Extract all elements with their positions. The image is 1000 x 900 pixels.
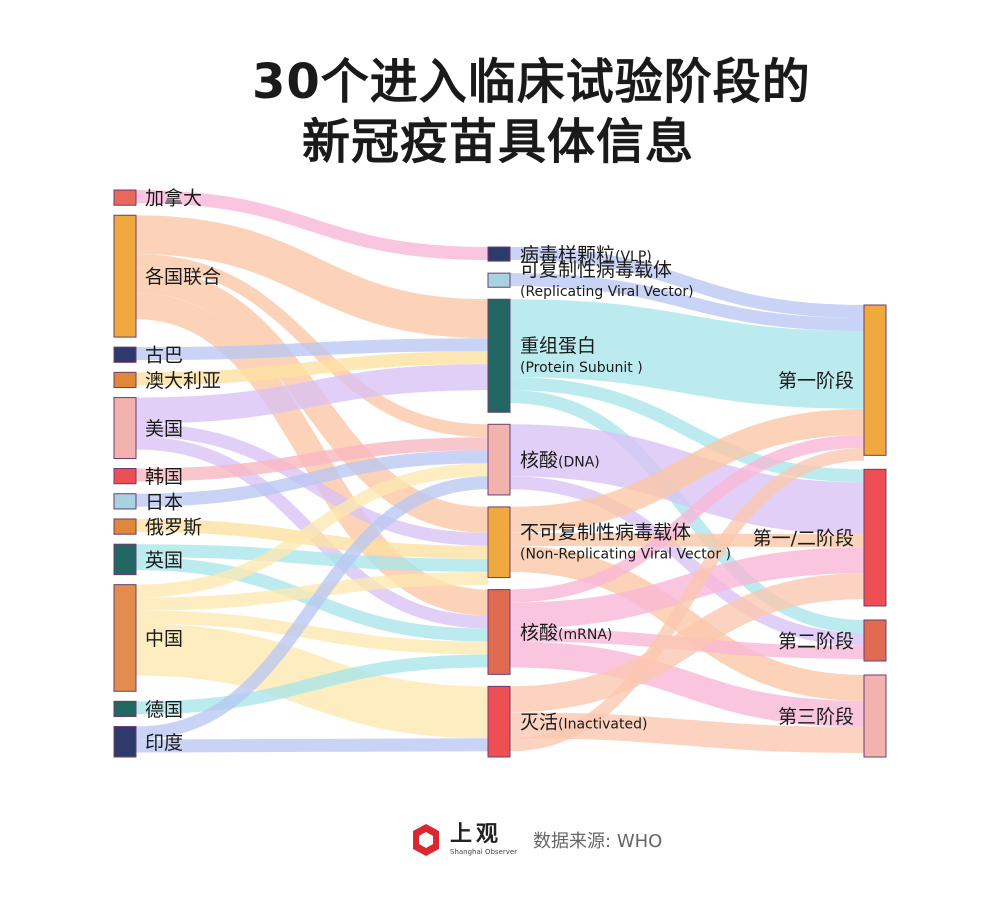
node-label-phase2: 第二阶段 bbox=[778, 631, 854, 653]
node-label-china: 中国 bbox=[145, 628, 183, 650]
sankey-link-canada-vlp bbox=[135, 190, 489, 260]
sankey-node-phase2 bbox=[863, 619, 887, 662]
sankey-link-germany-mrna bbox=[135, 654, 489, 715]
sankey-link-china-nonrepl bbox=[135, 571, 489, 611]
node-label-inact: 灭活(Inactivated) bbox=[520, 712, 647, 734]
node-label-main: 灭活 bbox=[520, 712, 558, 734]
sankey-link-japan-dna bbox=[135, 450, 489, 507]
sankey-link-australia-protein bbox=[135, 351, 489, 386]
logo-cn: 上观 bbox=[450, 822, 503, 847]
data-source: 数据来源: WHO bbox=[533, 831, 663, 852]
node-sublabel-protein: (Protein Subunit ) bbox=[520, 360, 643, 376]
sankey-node-protein bbox=[487, 298, 511, 413]
node-sublabel-repl: (Replicating Viral Vector) bbox=[520, 284, 694, 300]
node-label-japan: 日本 bbox=[145, 491, 183, 513]
sankey-node-phase12 bbox=[863, 468, 887, 607]
node-label-russia: 俄罗斯 bbox=[145, 517, 202, 539]
node-label-phase1: 第一阶段 bbox=[778, 370, 854, 392]
sankey-node-phase3 bbox=[863, 674, 887, 758]
node-label-germany: 德国 bbox=[145, 699, 183, 721]
node-label-usa: 美国 bbox=[145, 418, 183, 440]
sankey-link-mrna-phase3 bbox=[509, 641, 865, 727]
sankey-links bbox=[135, 190, 865, 753]
node-label-mrna: 核酸(mRNA) bbox=[520, 622, 612, 644]
sankey-link-nonrepl-phase1 bbox=[509, 408, 865, 533]
node-label-multi: 各国联合 bbox=[145, 266, 221, 288]
sankey-nodes bbox=[113, 189, 887, 758]
sankey-link-korea-dna bbox=[135, 437, 489, 482]
sankey-node-nonrepl bbox=[487, 506, 511, 579]
node-label-nonrepl: 不可复制性病毒载体 bbox=[520, 521, 691, 543]
node-label-australia: 澳大利亚 bbox=[145, 370, 221, 392]
node-label-main: 病毒样颗粒 bbox=[520, 244, 615, 266]
logo-en: Shanghai Observer bbox=[450, 848, 518, 856]
sankey-link-mrna-phase1 bbox=[509, 434, 865, 603]
sankey-link-china-dna bbox=[135, 463, 489, 598]
node-label-uk: 英国 bbox=[145, 549, 183, 571]
node-label-india: 印度 bbox=[145, 732, 183, 754]
sankey-link-uk-nonrepl bbox=[135, 544, 489, 572]
sankey-node-korea bbox=[113, 468, 137, 485]
shanghai-observer-logo-icon bbox=[413, 824, 439, 856]
node-label-protein: 重组蛋白 bbox=[520, 335, 596, 357]
node-label-sub: (mRNA) bbox=[558, 627, 612, 643]
chart-title-line2: 新冠疫苗具体信息 bbox=[302, 114, 695, 170]
sankey-link-vlp-phase1 bbox=[509, 247, 865, 318]
sankey-node-multi bbox=[113, 214, 137, 338]
sankey-node-china bbox=[113, 584, 137, 692]
sankey-node-uk bbox=[113, 543, 137, 576]
sankey-link-nonrepl-phase12 bbox=[509, 532, 865, 548]
sankey-link-dna-phase2 bbox=[509, 476, 865, 646]
sankey-link-repl-phase1 bbox=[509, 273, 865, 331]
node-label-sub: (VLP) bbox=[615, 249, 652, 265]
node-label-vlp: 病毒样颗粒(VLP) bbox=[520, 244, 652, 266]
sankey-link-cuba-protein bbox=[135, 338, 489, 361]
sankey-node-repl bbox=[487, 272, 511, 288]
sankey-node-vlp bbox=[487, 246, 511, 262]
node-label-phase3: 第三阶段 bbox=[778, 706, 854, 728]
sankey-link-india-inact bbox=[135, 738, 489, 753]
sankey-link-inact-phase1 bbox=[509, 447, 865, 752]
sankey-node-mrna bbox=[487, 589, 511, 675]
sankey-node-phase1 bbox=[863, 304, 887, 456]
sankey-link-india-dna bbox=[135, 476, 489, 740]
node-label-korea: 韩国 bbox=[145, 466, 183, 488]
node-label-main: 核酸 bbox=[520, 450, 558, 472]
sankey-node-cuba bbox=[113, 346, 137, 363]
chart-title-line1: 30个进入临床试验阶段的 bbox=[252, 54, 811, 110]
node-label-dna: 核酸(DNA) bbox=[520, 450, 600, 472]
sankey-node-australia bbox=[113, 371, 137, 389]
node-label-sub: (Inactivated) bbox=[558, 717, 647, 733]
sankey-link-inact-phase12 bbox=[509, 573, 865, 713]
sankey-link-usa-protein bbox=[135, 364, 489, 424]
sankey-node-dna bbox=[487, 423, 511, 496]
node-label-main: 核酸 bbox=[520, 622, 558, 644]
sankey-link-nonrepl-phase3 bbox=[509, 545, 865, 701]
node-label-sub: (DNA) bbox=[558, 455, 600, 471]
node-label-phase12: 第一/二阶段 bbox=[753, 528, 854, 550]
node-label-canada: 加拿大 bbox=[145, 187, 202, 210]
footer: 上观 Shanghai Observer 数据来源: WHO bbox=[408, 822, 662, 858]
sankey-node-india bbox=[113, 726, 137, 758]
node-label-cuba: 古巴 bbox=[145, 345, 183, 367]
sankey-node-usa bbox=[113, 397, 137, 460]
node-sublabel-nonrepl: (Non-Replicating Viral Vector ) bbox=[520, 546, 731, 562]
sankey-node-japan bbox=[113, 493, 137, 510]
sankey-link-russia-nonrepl bbox=[135, 518, 489, 559]
sankey-link-multi-protein bbox=[135, 215, 489, 339]
sankey-node-inact bbox=[487, 685, 511, 758]
logo-text: 上观 Shanghai Observer bbox=[450, 824, 517, 856]
sankey-node-canada bbox=[113, 189, 137, 206]
sankey-link-china-mrna bbox=[135, 610, 489, 655]
sankey-link-protein-phase1 bbox=[509, 299, 865, 409]
sankey-node-germany bbox=[113, 700, 137, 718]
sankey-node-russia bbox=[113, 518, 137, 535]
node-label-repl: 可复制性病毒载体 bbox=[520, 259, 672, 281]
